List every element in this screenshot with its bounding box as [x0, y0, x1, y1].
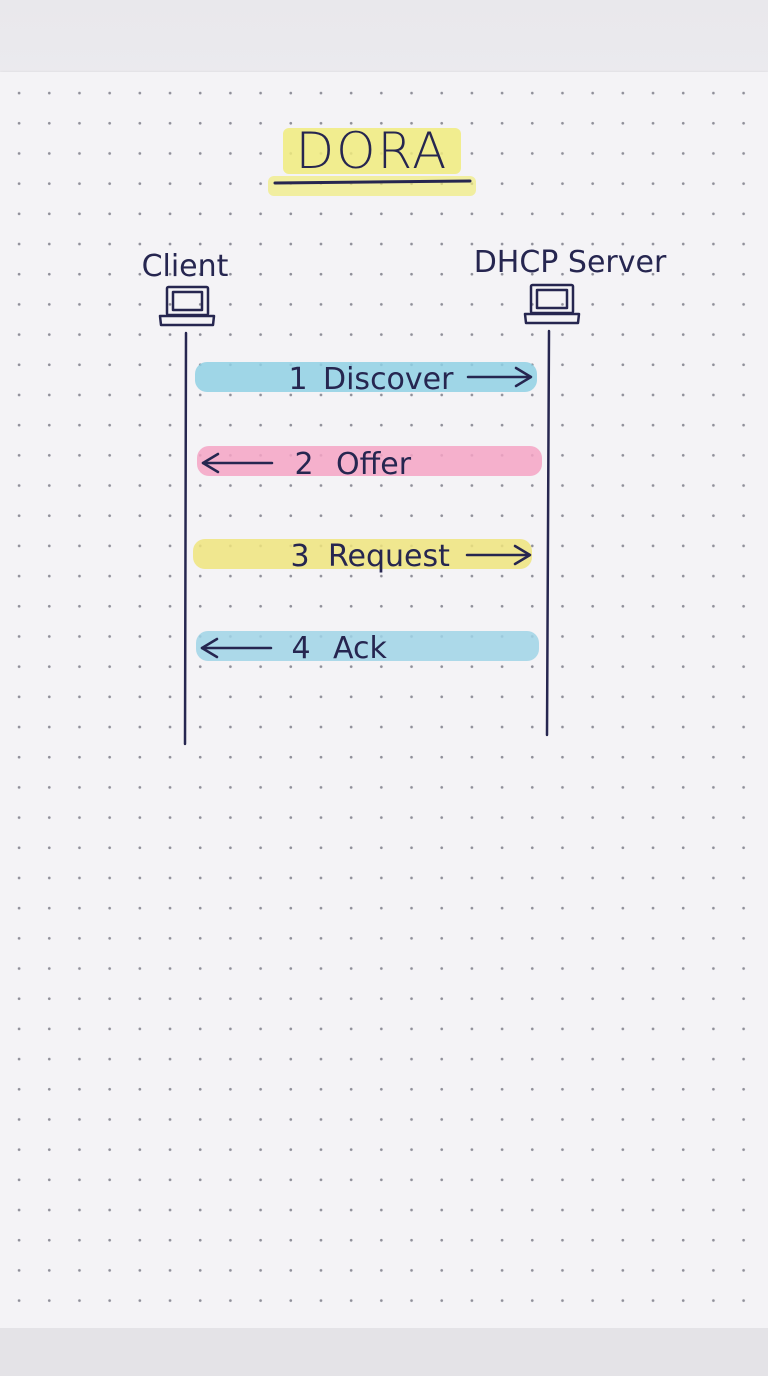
- server-laptop-icon: [523, 283, 581, 325]
- right-arrow-icon: [465, 544, 532, 566]
- message-ack: 4 Ack: [196, 631, 539, 666]
- message-2-highlight: [197, 446, 542, 476]
- message-4-label: Ack: [333, 631, 387, 666]
- server-lifeline: [545, 329, 551, 737]
- background-top: [0, 0, 768, 78]
- message-2-step: 2: [294, 447, 313, 482]
- dot-grid-paper: [0, 72, 768, 1330]
- message-2-label: Offer: [336, 447, 412, 482]
- client-lifeline: [183, 331, 188, 746]
- message-1-highlight: [195, 362, 537, 392]
- message-1-step: 1: [288, 362, 307, 397]
- title-underline: [273, 179, 472, 185]
- message-discover: 1 Discover: [195, 362, 537, 397]
- message-4-step: 4: [291, 631, 310, 666]
- server-label: DHCP Server: [474, 245, 667, 280]
- client-laptop-icon: [158, 285, 216, 327]
- message-request: 3 Request: [193, 539, 532, 574]
- message-offer: 2 Offer: [197, 446, 542, 482]
- diagram-title: DORA: [296, 122, 449, 180]
- background-bottom: [0, 1328, 768, 1376]
- message-3-label: Request: [328, 539, 450, 574]
- left-arrow-icon: [200, 637, 273, 659]
- right-arrow-icon: [466, 366, 533, 388]
- client-label: Client: [142, 249, 229, 284]
- left-arrow-icon: [201, 452, 274, 474]
- message-3-step: 3: [290, 539, 309, 574]
- message-3-highlight: [193, 539, 532, 569]
- title-highlight: [283, 128, 461, 174]
- message-4-highlight: [196, 631, 539, 661]
- message-1-label: Discover: [323, 362, 454, 397]
